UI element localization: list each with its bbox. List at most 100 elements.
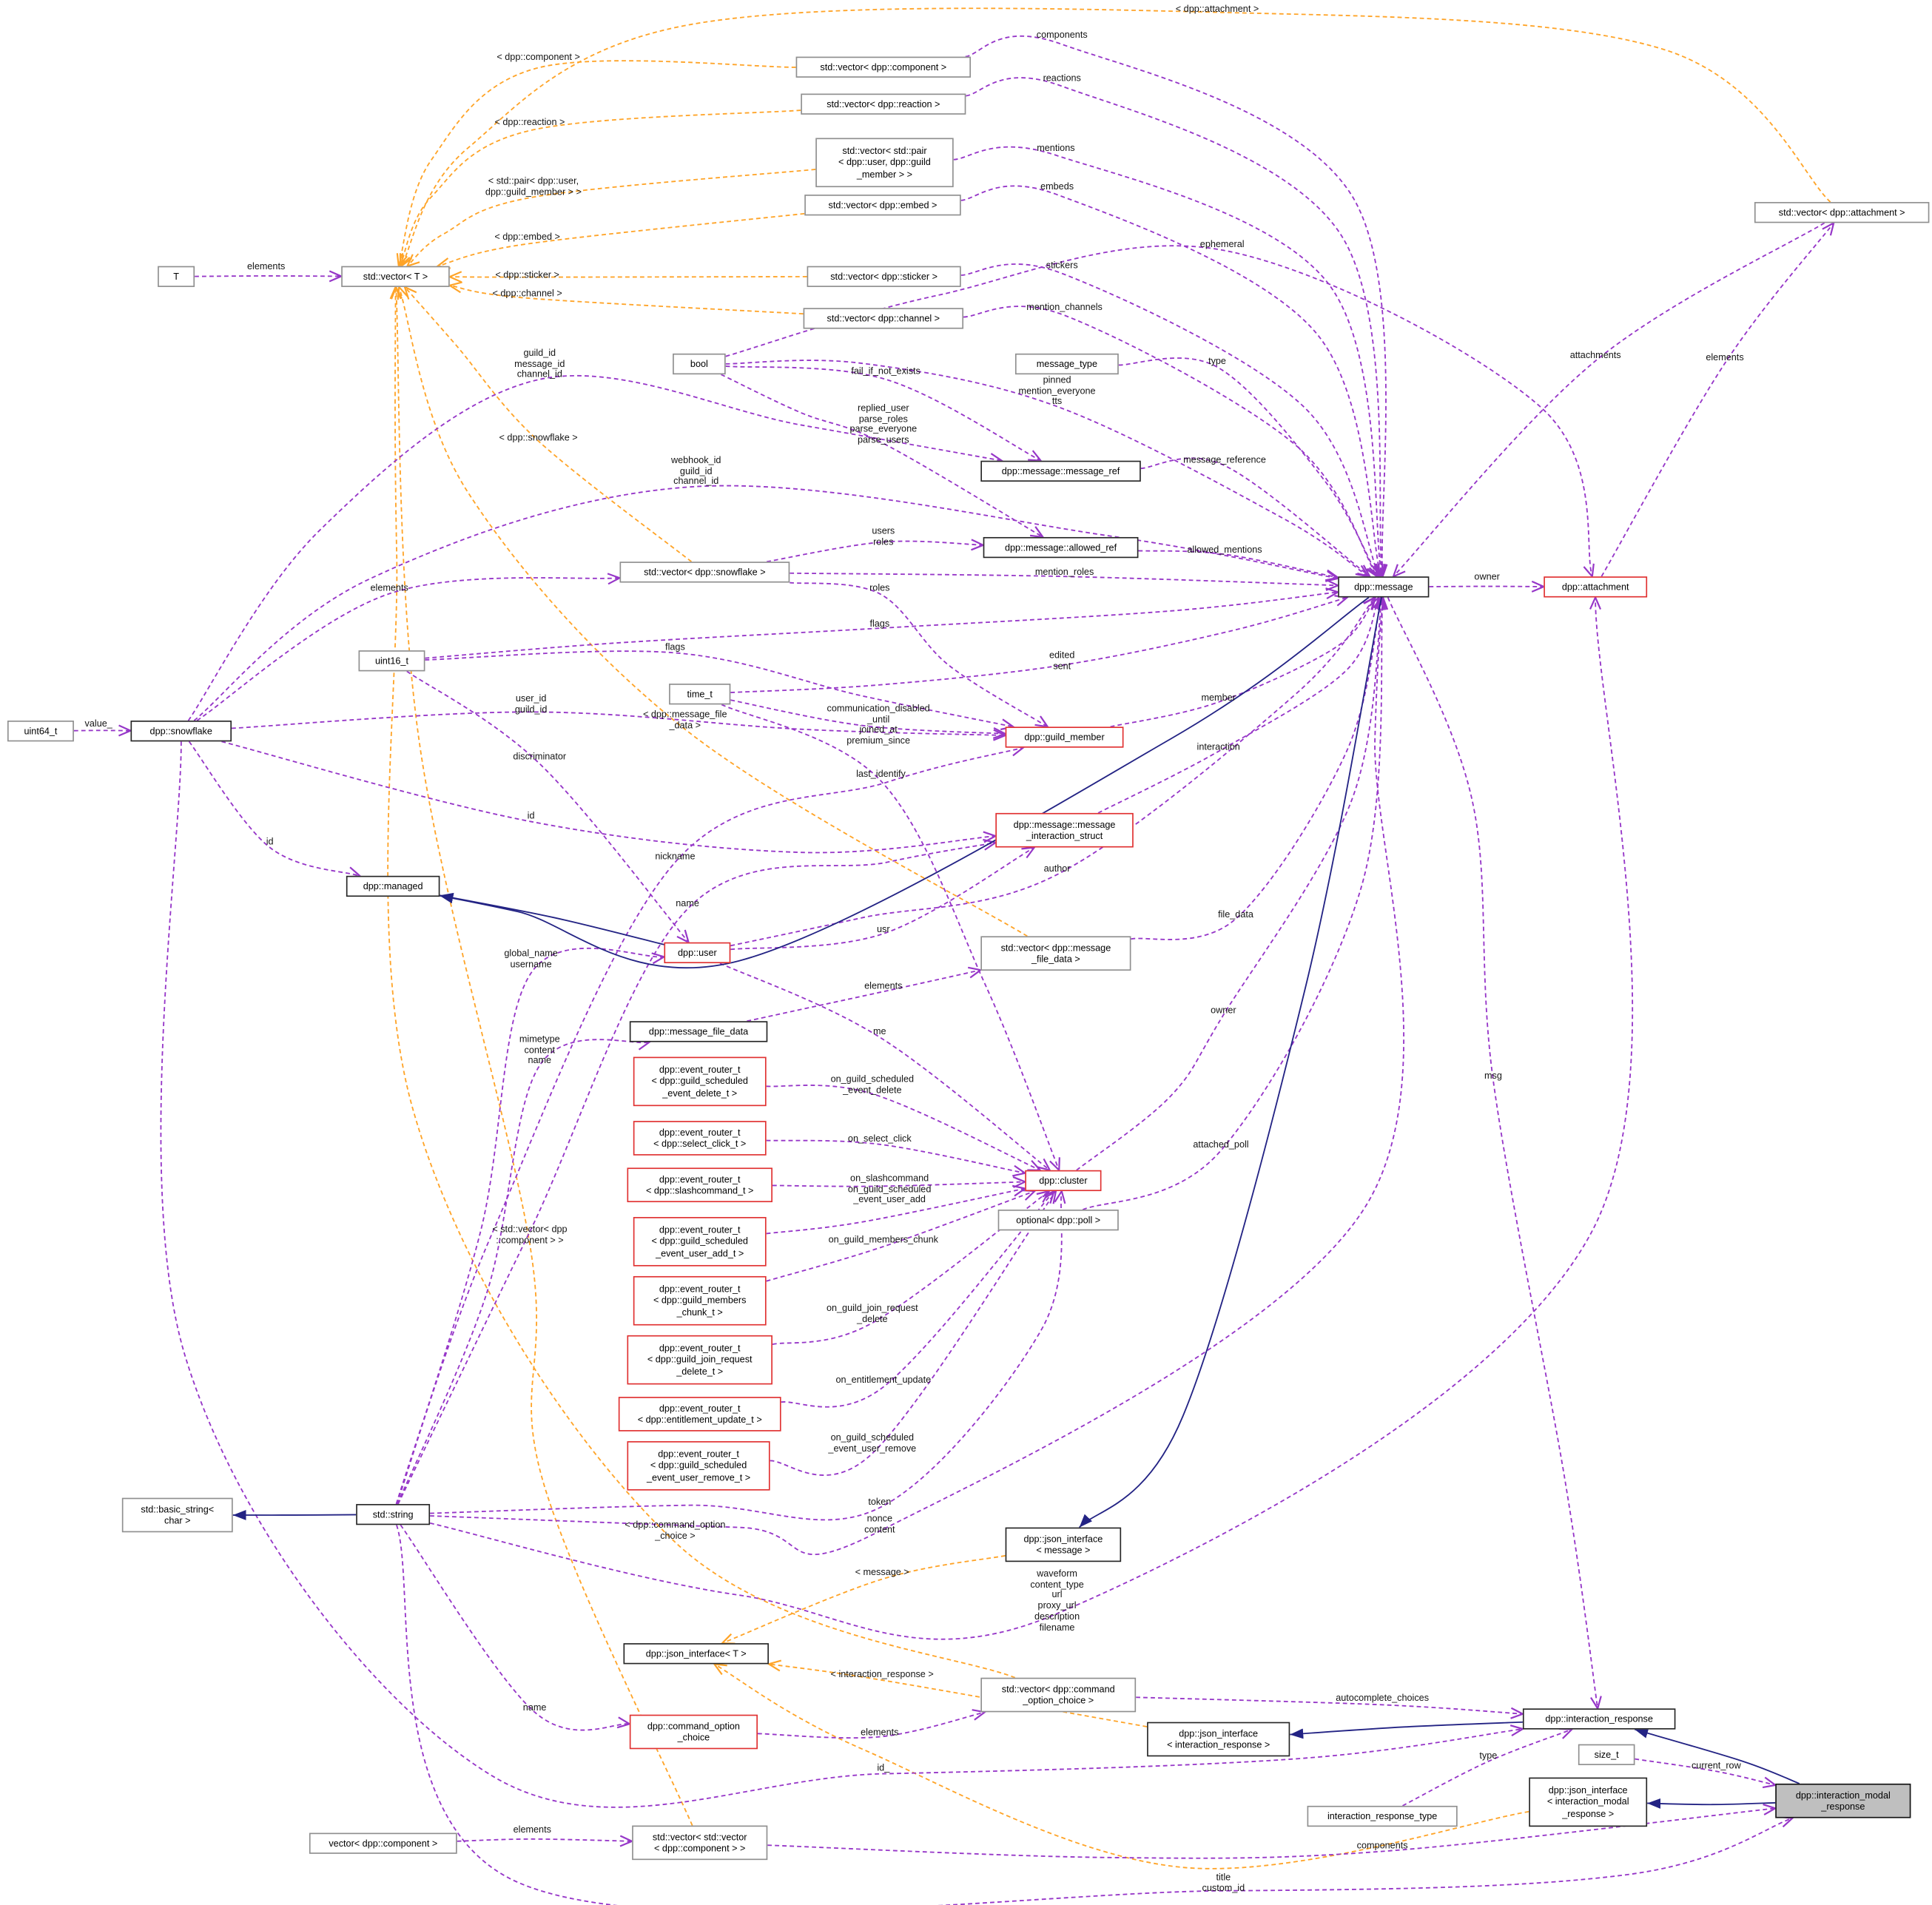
- edge-label-line: reactions: [1043, 72, 1081, 84]
- node-basic-string: std::basic_string<char >: [121, 1497, 233, 1533]
- node-label: < dpp::component > >: [654, 1842, 746, 1854]
- edge-label-author: author: [1044, 863, 1071, 875]
- node-imr: dpp::interaction_modal_response: [1775, 1783, 1911, 1818]
- edge-label-line: guild_id: [679, 465, 713, 476]
- node-msg-interaction[interactable]: dpp::message::message_interaction_struct: [995, 812, 1134, 848]
- node-label: message_type: [1036, 358, 1097, 370]
- edge-label-line: owner: [1474, 570, 1500, 582]
- edge-label-flags: flags: [665, 641, 685, 654]
- node-er-user-remove[interactable]: dpp::event_router_t< dpp::guild_schedule…: [627, 1441, 770, 1491]
- node-label: dpp::event_router_t: [659, 1173, 741, 1185]
- edge-label-components: components: [1357, 1840, 1408, 1852]
- node-er-delete[interactable]: dpp::event_router_t< dpp::guild_schedule…: [633, 1056, 767, 1107]
- edge-label-attachments: attachments: [1570, 350, 1621, 362]
- edge-label-line: elements: [864, 980, 903, 991]
- node-label: std::vector< dpp::reaction >: [827, 98, 940, 109]
- node-ji-t[interactable]: dpp::json_interface< T >: [623, 1643, 769, 1665]
- node-er-slash[interactable]: dpp::event_router_t< dpp::slashcommand_t…: [627, 1167, 773, 1203]
- edge-label-on-guild-scheduled: on_guild_scheduled_event_user_remove: [828, 1432, 917, 1454]
- node-label: bool: [690, 358, 708, 370]
- node-label: std::vector< dpp::embed >: [828, 199, 938, 211]
- node-er-select[interactable]: dpp::event_router_t< dpp::select_click_t…: [633, 1121, 767, 1156]
- edge-label-on-guild-scheduled: on_guild_scheduled_event_delete: [830, 1073, 915, 1096]
- node-er-join-delete[interactable]: dpp::event_router_t< dpp::guild_join_req…: [627, 1335, 773, 1385]
- edge-label-line: on_guild_scheduled: [830, 1073, 915, 1085]
- node-guild-member[interactable]: dpp::guild_member: [1005, 726, 1124, 748]
- edge-label-line: embeds: [1040, 181, 1074, 192]
- node-vec-sticker: std::vector< dpp::sticker >: [807, 266, 961, 287]
- edge-vec-coc-to-interaction-response: [1136, 1696, 1523, 1714]
- edge-label-line: _event_user_remove: [828, 1442, 917, 1454]
- node-label: std::vector< T >: [363, 271, 428, 283]
- node-attachment[interactable]: dpp::attachment: [1544, 576, 1648, 598]
- edge-attachment-to-vec-attachment: [1601, 223, 1834, 577]
- edge-snowflake-to-msg-interaction: [221, 741, 995, 854]
- edge-ji-message-to-ji-t: [722, 1554, 1006, 1643]
- node-label: std::vector< dpp::command: [1001, 1683, 1115, 1695]
- node-label: std::vector< dpp::channel >: [827, 312, 940, 324]
- node-coc[interactable]: dpp::command_option_choice: [629, 1714, 758, 1750]
- edge-label-line: stickers: [1046, 259, 1078, 271]
- edge-label-line: < std::pair< dpp::user,: [488, 175, 579, 186]
- node-er-user-add[interactable]: dpp::event_router_t< dpp::guild_schedule…: [633, 1217, 767, 1267]
- edge-label-line: username: [510, 958, 552, 970]
- edge-label-line: parse_roles: [858, 413, 908, 425]
- edge-label-line: content: [864, 1523, 895, 1535]
- edge-label-line: ephemeral: [1199, 238, 1245, 250]
- edge-ji-imr-to-ji-t: [714, 1664, 1529, 1869]
- edge-label-line: on_guild_scheduled: [830, 1432, 915, 1443]
- node-ji-message[interactable]: dpp::json_interface< message >: [1005, 1527, 1122, 1562]
- edge-snowflake-to-message-ref: [187, 374, 1002, 721]
- edge-snowflake-to-message: [193, 485, 1338, 721]
- edge-bool-to-message: [725, 360, 1368, 576]
- node-user[interactable]: dpp::user: [664, 942, 731, 964]
- edge-label-type: type: [1208, 356, 1226, 368]
- edge-label-line: pinned: [1043, 374, 1071, 386]
- node-message[interactable]: dpp::message: [1338, 576, 1430, 598]
- edge-label-line: elements: [1706, 351, 1744, 363]
- edge-label-line: token: [868, 1496, 892, 1508]
- edge-message-file-data-to-vec-file-data: [747, 970, 980, 1022]
- edge-label-line: _data >: [669, 719, 701, 731]
- node-ji-imr[interactable]: dpp::json_interface< interaction_modal_r…: [1529, 1777, 1648, 1827]
- edge-vec-snowflake-to-guild-member: [790, 581, 1048, 727]
- node-ji-ir[interactable]: dpp::json_interface< interaction_respons…: [1147, 1722, 1290, 1757]
- node-label: dpp::cluster: [1039, 1175, 1088, 1187]
- edge-t-to-vector-t: [195, 276, 341, 277]
- edge-label-mentions: mentions: [1037, 143, 1074, 155]
- node-label: dpp::event_router_t: [659, 1343, 741, 1355]
- node-allowed-ref[interactable]: dpp::message::allowed_ref: [983, 536, 1139, 559]
- edge-label-line: ::component > >: [496, 1234, 564, 1246]
- node-label: std::basic_string<: [141, 1503, 215, 1515]
- node-snowflake[interactable]: dpp::snowflake: [130, 721, 232, 742]
- node-er-chunk[interactable]: dpp::event_router_t< dpp::guild_members_…: [633, 1275, 767, 1326]
- edge-label-line: user_id: [515, 692, 547, 704]
- node-message-ref[interactable]: dpp::message::message_ref: [980, 460, 1141, 482]
- edge-string-to-coc: [400, 1524, 630, 1731]
- node-label: _delete_t >: [676, 1365, 724, 1377]
- node-label: vector< dpp::component >: [329, 1837, 438, 1849]
- edge-label-dpp-embed: < dpp::embed >: [494, 232, 560, 243]
- edge-er-entitlement-to-cluster: [781, 1191, 1054, 1408]
- edge-label-line: _event_delete: [843, 1084, 902, 1096]
- edge-label-dpp-sticker: < dpp::sticker >: [495, 269, 559, 282]
- node-label: _event_user_remove_t >: [646, 1471, 751, 1483]
- node-vec-component: std::vector< dpp::component >: [795, 56, 972, 78]
- node-er-entitlement[interactable]: dpp::event_router_t< dpp::entitlement_up…: [618, 1397, 781, 1432]
- node-uint64: uint64_t: [7, 721, 74, 742]
- node-managed[interactable]: dpp::managed: [346, 875, 440, 897]
- edge-vec-attachment-to-vector-t: [401, 7, 1831, 266]
- node-cluster[interactable]: dpp::cluster: [1025, 1170, 1102, 1192]
- edge-label-name: name: [676, 898, 699, 910]
- edge-label-line: _choice >: [655, 1529, 696, 1541]
- node-message-file-data[interactable]: dpp::message_file_data: [629, 1021, 768, 1042]
- node-interaction-response[interactable]: dpp::interaction_response: [1522, 1708, 1676, 1730]
- node-opt-poll: optional< dpp::poll >: [997, 1210, 1119, 1231]
- edge-label-line: owner: [1211, 1005, 1236, 1016]
- edge-label-line: _until: [867, 713, 890, 725]
- node-string[interactable]: std::string: [356, 1503, 431, 1525]
- edge-size-t-to-imr: [1635, 1758, 1775, 1785]
